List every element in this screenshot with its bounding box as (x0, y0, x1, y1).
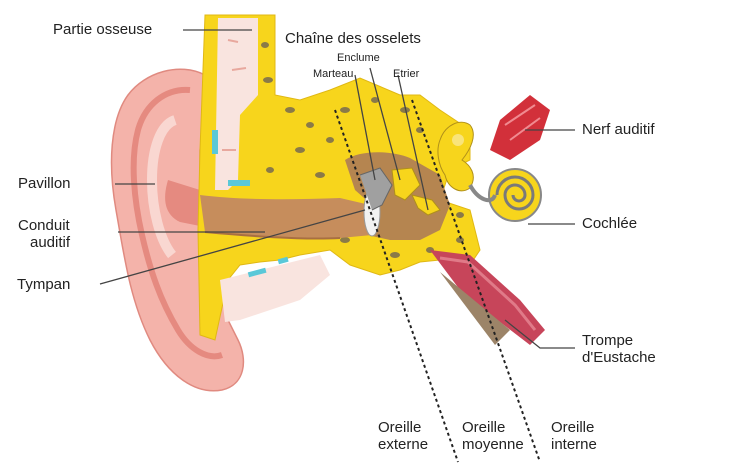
label-tympan: Tympan (17, 276, 71, 293)
label-nerf-auditif: Nerf auditif (582, 121, 655, 138)
label-etrier: Etrier (393, 68, 420, 80)
label-pavillon: Pavillon (18, 175, 71, 192)
auditory-nerve (490, 95, 550, 160)
semicircular-canals (437, 121, 474, 192)
region-dividers (334, 99, 541, 463)
cartilage-mark (277, 256, 289, 265)
label-oreille-externe: Oreille externe (378, 419, 429, 453)
ear-canal (200, 195, 372, 240)
stapes (411, 194, 441, 216)
label-oreille-interne: Oreille interne (551, 419, 597, 453)
divider-outer-middle (334, 109, 459, 463)
middle-ear (345, 152, 450, 240)
label-trompe-eustache: Trompe d'Eustache (582, 332, 656, 366)
label-partie-osseuse: Partie osseuse (53, 21, 153, 38)
eustachian-tube (430, 250, 545, 345)
temporal-bone (197, 14, 481, 341)
label-chaine-osselets: Chaîne des osselets (285, 30, 421, 47)
label-enclume: Enclume (337, 52, 380, 64)
divider-middle-inner (411, 99, 541, 463)
inner-ear (437, 95, 550, 222)
cartilage-mark (228, 180, 250, 186)
label-marteau: Marteau (313, 68, 354, 80)
cartilage-mark (247, 267, 267, 278)
label-cochlee: Cochlée (582, 215, 638, 232)
label-oreille-moyenne: Oreille moyenne (462, 419, 524, 453)
cartilage-mark (212, 130, 218, 154)
label-conduit-auditif: Conduit auditif (18, 217, 71, 251)
leader-lines (99, 29, 575, 349)
